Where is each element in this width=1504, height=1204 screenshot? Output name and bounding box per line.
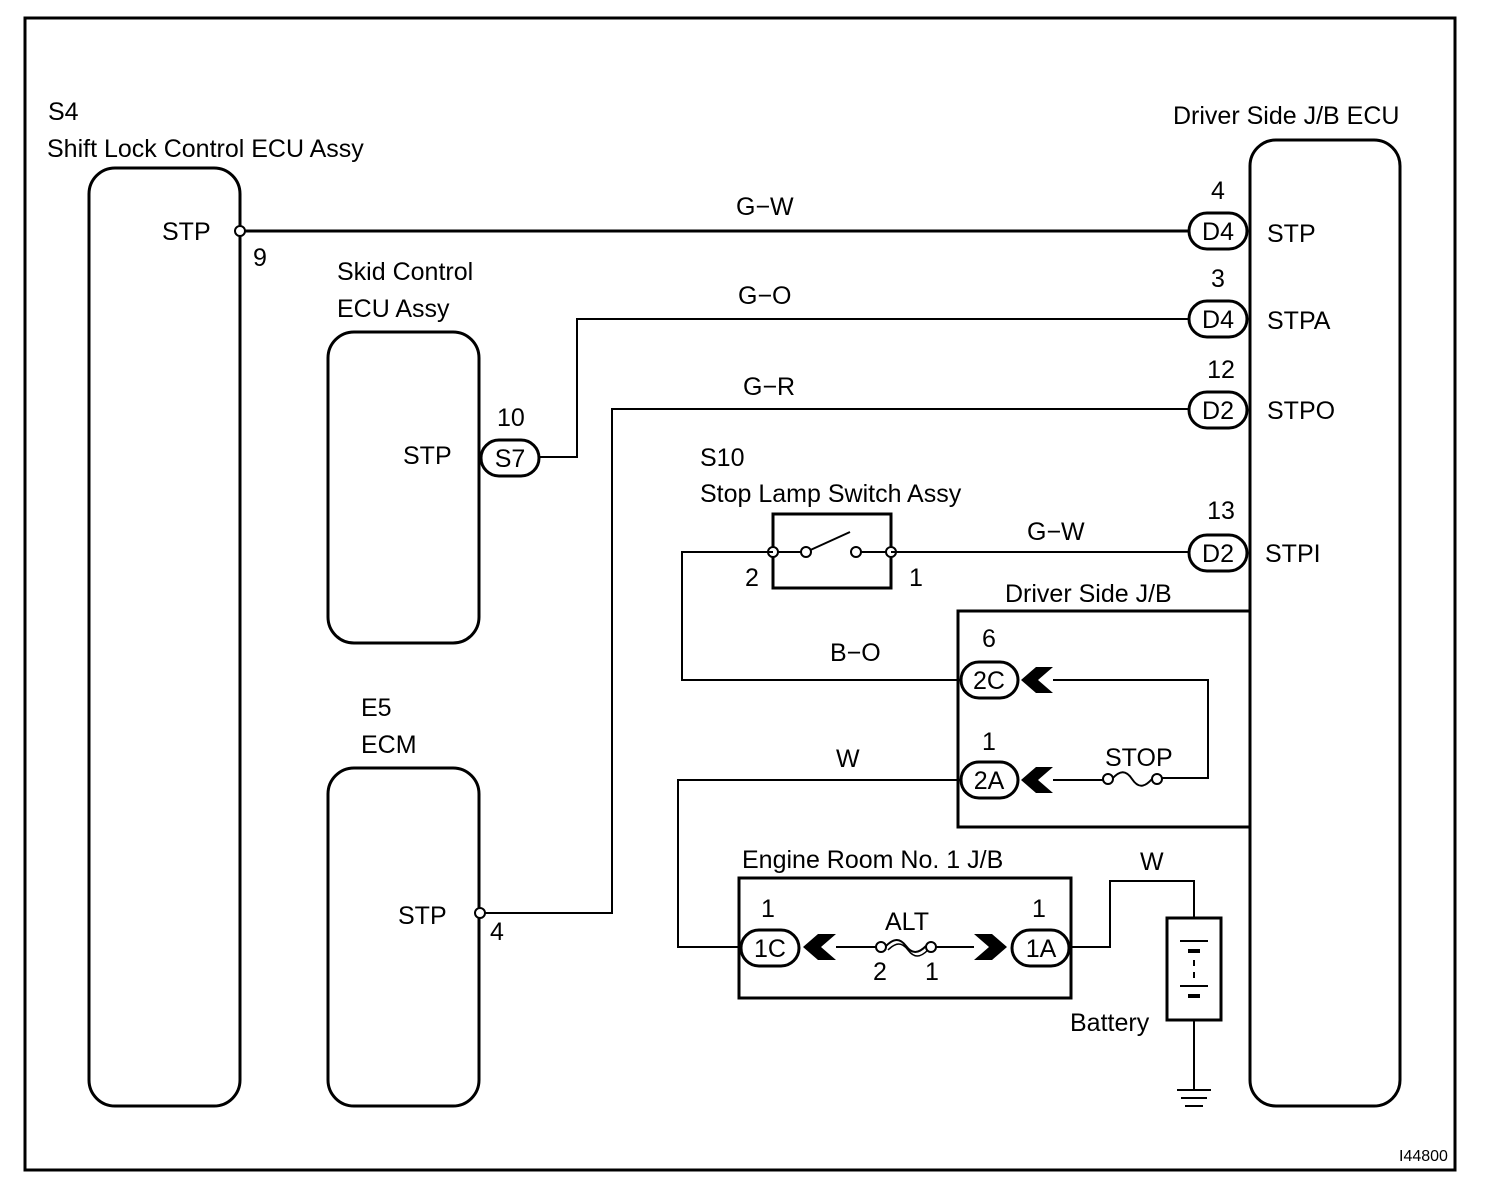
connector-1a-label: 1A (1026, 935, 1057, 963)
stop-lamp-switch: S10 Stop Lamp Switch Assy 2 1 (700, 444, 962, 592)
stop-lamp-switch-name: Stop Lamp Switch Assy (700, 480, 962, 508)
ecu-pin-12: 12 (1207, 356, 1235, 384)
wire-label-stpo: G−R (743, 373, 795, 401)
driver-jb-ecu-box (1248, 138, 1402, 1108)
fuse-alt-label: ALT (885, 908, 929, 936)
ecm-terminal-dot (474, 907, 486, 919)
ecu-pin-13: 13 (1207, 497, 1235, 525)
driver-jb-name: Driver Side J/B (1005, 580, 1172, 608)
fuse-alt-pin-left: 2 (873, 958, 887, 986)
engine-room-jb: Engine Room No. 1 J/B 1 1C 1 1A ALT 2 1 (737, 846, 1073, 1000)
engine-room-jb-name: Engine Room No. 1 J/B (742, 846, 1003, 874)
shift-lock-ecu: S4 Shift Lock Control ECU Assy STP 9 (47, 98, 364, 1108)
ecu-terminal-stp: STP (1267, 220, 1316, 248)
skid-control-ecu-box (326, 330, 481, 645)
switch-pivot (800, 546, 812, 558)
skid-control-ecu-terminal-label: STP (403, 442, 452, 470)
shift-lock-ecu-box (87, 166, 242, 1108)
skid-control-ecu-name-line1: Skid Control (337, 258, 473, 286)
connector-1c-arrow-icon (803, 934, 836, 960)
connector-1c (739, 928, 801, 968)
skid-control-ecu-pin: 10 (497, 404, 525, 432)
connector-d2-stpi-label: D2 (1202, 540, 1234, 568)
fuse-stop-terminal-left (1102, 773, 1114, 785)
fuse-stop-icon (1111, 771, 1153, 787)
shift-lock-ecu-name: Shift Lock Control ECU Assy (47, 135, 364, 163)
fuse-alt-terminal-right (925, 941, 937, 953)
skid-control-ecu: Skid Control ECU Assy STP 10 S7 (326, 258, 541, 645)
wire-label-switch-feed: B−O (830, 639, 881, 667)
connector-1c-label: 1C (754, 935, 786, 963)
connector-1a-arrow-icon (974, 934, 1007, 960)
connector-d4-stpa-label: D4 (1202, 306, 1234, 334)
fuse-stop-terminal-right (1151, 773, 1163, 785)
wire-stpo-gr (480, 408, 1189, 914)
driver-jb-internal-wire (1053, 679, 1209, 779)
connector-d4-stp-label: D4 (1202, 218, 1234, 246)
ground-icon (1177, 1089, 1211, 1107)
wire-label-stp: G−W (736, 193, 794, 221)
fuse-alt-pin-right: 1 (925, 958, 939, 986)
ecm-pin: 4 (490, 918, 504, 946)
fuse-stop-label: STOP (1105, 744, 1173, 772)
wire-switch-feed-bo (681, 551, 961, 681)
shift-lock-ecu-terminal-dot (234, 225, 246, 237)
ecm-box (326, 766, 481, 1108)
switch-pin-left: 2 (745, 564, 759, 592)
wire-label-battery-feed: W (1140, 848, 1164, 876)
shift-lock-ecu-code: S4 (48, 98, 79, 126)
ecu-terminal-stpo: STPO (1267, 397, 1335, 425)
driver-jb-box (956, 609, 1250, 829)
shift-lock-ecu-terminal-label: STP (162, 218, 211, 246)
wire-fuse-feed-w (677, 779, 961, 948)
battery-label: Battery (1070, 1009, 1150, 1037)
connector-d2-stpo-label: D2 (1202, 397, 1234, 425)
ecm-name: ECM (361, 731, 417, 759)
wire-label-stpa: G−O (738, 282, 792, 310)
ecm-code: E5 (361, 694, 392, 722)
switch-pin-right: 1 (909, 564, 923, 592)
connector-2c (959, 660, 1020, 700)
figure-id: I44800 (1399, 1148, 1448, 1165)
ecm-terminal-label: STP (398, 902, 447, 930)
skid-control-ecu-name-line2: ECU Assy (337, 295, 450, 323)
driver-jb-pin-1: 1 (982, 728, 996, 756)
wire-label-stpi: G−W (1027, 518, 1085, 546)
ecu-terminal-stpa: STPA (1267, 307, 1331, 335)
engine-room-jb-pin-right: 1 (1032, 895, 1046, 923)
driver-jb: Driver Side J/B 6 2C 1 2A STOP (956, 580, 1250, 829)
fuse-alt-icon-outline (887, 943, 929, 957)
connector-2c-label: 2C (973, 667, 1005, 695)
shift-lock-ecu-pin: 9 (253, 244, 267, 272)
ecu-terminal-stpi: STPI (1265, 540, 1321, 568)
engine-room-jb-pin-left: 1 (761, 895, 775, 923)
driver-jb-pin-6: 6 (982, 625, 996, 653)
wire-battery-feed-w (1069, 880, 1195, 948)
stop-lamp-switch-code: S10 (700, 444, 744, 472)
fuse-alt-terminal-left (875, 941, 887, 953)
wire-label-fuse-feed: W (836, 745, 860, 773)
connector-2a-label: 2A (974, 767, 1005, 795)
wire-stpa-go (539, 318, 1189, 458)
ecu-pin-4: 4 (1211, 177, 1225, 205)
driver-jb-ecu: Driver Side J/B ECU 4 D4 STP 3 D4 STPA 1… (1173, 102, 1402, 1108)
switch-contact-arm (805, 531, 851, 553)
ecu-pin-3: 3 (1211, 265, 1225, 293)
connector-2c-arrow-icon (1021, 667, 1053, 693)
connector-2a-arrow-icon (1021, 767, 1053, 793)
fuse-alt-icon (885, 939, 927, 953)
diagram-frame (23, 16, 1457, 1172)
connector-s7-label: S7 (495, 445, 526, 473)
battery: Battery (1070, 916, 1223, 1037)
switch-contact (850, 546, 862, 558)
ecm: E5 ECM STP 4 (326, 694, 504, 1108)
battery-box (1165, 916, 1223, 1022)
driver-jb-ecu-name: Driver Side J/B ECU (1173, 102, 1399, 130)
